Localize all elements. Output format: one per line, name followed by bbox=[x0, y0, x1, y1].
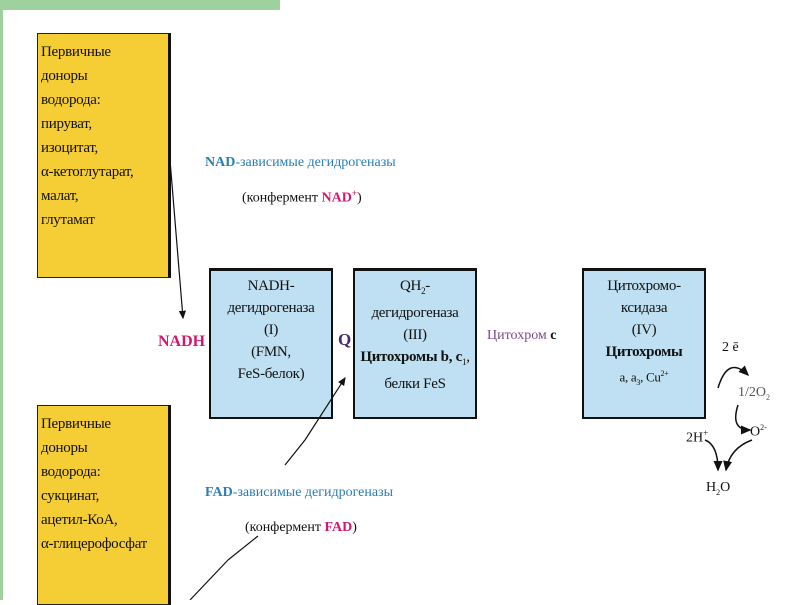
nad-prefix: NAD bbox=[205, 155, 236, 170]
electrons-label: 2 ē bbox=[722, 340, 739, 355]
text-line: дегидрогеназа bbox=[227, 300, 315, 316]
nad-coenzyme-label: (конфермент NAD+) bbox=[242, 188, 362, 207]
text-line: Первичные bbox=[41, 44, 111, 60]
fad-arrow bbox=[304, 376, 346, 441]
c3-line5: белки FeS bbox=[384, 376, 446, 392]
nadh-label: NADH bbox=[158, 333, 206, 350]
text-line: NADH- bbox=[247, 278, 295, 294]
complex-iii-box: QH2- дегидрогеназа (III) Цитохромы b, c1… bbox=[353, 268, 477, 419]
half-o2-label: 1/2O2 bbox=[738, 385, 770, 402]
text-line: FeS-белок) bbox=[237, 366, 305, 382]
c3-line1: QH2- bbox=[400, 278, 430, 296]
fad-dehydrogenases-label: FAD-зависимые дегидрогеназы bbox=[205, 485, 393, 501]
fad-coenzyme-label: (конфермент FAD) bbox=[245, 520, 357, 536]
text-line: Первичные bbox=[41, 416, 111, 432]
nad-sup: + bbox=[351, 188, 357, 198]
fad-text: -зависимые дегидрогеназы bbox=[232, 485, 394, 500]
c3-line2: дегидрогеназа bbox=[371, 305, 459, 321]
protons-label: 2H+ bbox=[686, 428, 709, 446]
text-line: α-кетоглутарат, bbox=[41, 164, 134, 180]
text-line: доноры bbox=[41, 440, 88, 456]
text-line: водорода: bbox=[41, 92, 101, 108]
text-line: глутамат bbox=[41, 212, 95, 228]
text-line: доноры bbox=[41, 68, 88, 84]
nad-text: -зависимые дегидрогеназы bbox=[235, 155, 396, 170]
c3-line4: Цитохромы b, c1, bbox=[360, 349, 470, 367]
fad-coenzyme: FAD bbox=[324, 520, 353, 535]
oxygen-reduction-arrow bbox=[735, 404, 752, 435]
nad-coenzyme: NAD bbox=[321, 190, 352, 206]
text-line: водорода: bbox=[41, 464, 101, 480]
cytochrome-text: Цитохром bbox=[487, 328, 551, 343]
nad-donors-box: Первичные доноры водорода: пируват, изоцитат… bbox=[37, 33, 171, 278]
left-accent-bar bbox=[0, 0, 3, 600]
fad-arrow-part bbox=[284, 439, 306, 466]
coenzyme-open: (конфермент bbox=[242, 190, 322, 206]
top-accent-bar bbox=[0, 0, 280, 10]
cytochrome-c-label: Цитохром с bbox=[487, 328, 557, 344]
complex-iv-box: Цитохромо-ксидаза (IV) Цитохромы a, a3, Cu… bbox=[582, 268, 706, 419]
text-line: (IV) bbox=[631, 322, 657, 338]
oxide-label: O2- bbox=[750, 423, 767, 440]
text-line: ксидаза bbox=[620, 300, 668, 316]
coenzyme-close: ) bbox=[357, 190, 362, 206]
text-line: сукцинат, bbox=[41, 488, 100, 504]
coenzyme-open: (конфермент bbox=[245, 520, 325, 535]
text-line: пируват, bbox=[41, 116, 92, 132]
electron-arrow bbox=[717, 365, 750, 389]
coenzyme-close: ) bbox=[352, 520, 357, 535]
c4-line5: a, a3, Cu2+ bbox=[619, 369, 669, 387]
text-line: (I) bbox=[263, 322, 279, 338]
fad-donor-line-2 bbox=[189, 559, 229, 600]
oxide-arrow bbox=[723, 439, 753, 472]
text-line: Цитохромо- bbox=[607, 278, 681, 294]
complex-i-box: NADH-дегидрогеназа (I) (FMN, FeS-белок) bbox=[209, 268, 333, 419]
fad-prefix: FAD bbox=[205, 485, 233, 500]
text-line: Цитохромы bbox=[605, 344, 683, 360]
water-label: H2O bbox=[706, 480, 731, 497]
c3-line3: (III) bbox=[403, 327, 427, 343]
text-line: изоцитат, bbox=[41, 140, 98, 156]
cytochrome-letter: с bbox=[550, 328, 557, 343]
fad-donors-box: Первичные доноры водорода: сукцинат, ацетил-… bbox=[37, 405, 171, 605]
nad-arrow bbox=[169, 159, 186, 320]
text-line: малат, bbox=[41, 188, 79, 204]
text-line: α-глицерофосфат bbox=[41, 536, 147, 552]
text-line: ацетил-КоА, bbox=[41, 512, 118, 528]
fad-donor-line bbox=[227, 535, 259, 561]
text-line: (FMN, bbox=[251, 344, 291, 360]
proton-arrow bbox=[704, 439, 723, 472]
q-label: Q bbox=[338, 330, 352, 349]
nad-dehydrogenases-label: NAD-зависимые дегидрогеназы bbox=[205, 155, 396, 171]
